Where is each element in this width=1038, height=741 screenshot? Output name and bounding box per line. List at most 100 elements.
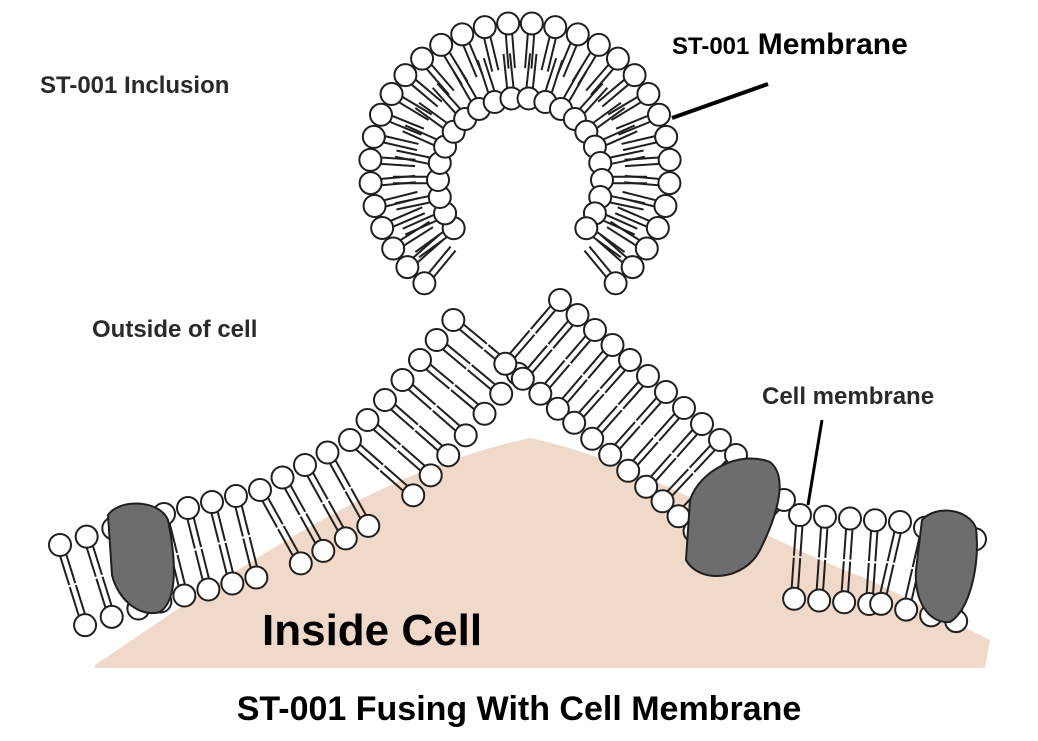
lipid-tail [384, 466, 407, 486]
lipid-tail [566, 336, 586, 359]
lipid-head [317, 442, 339, 464]
lipid-head [636, 238, 658, 260]
lipid-head [624, 64, 646, 86]
lipid-tail [553, 325, 573, 348]
lipid-tail [395, 157, 428, 164]
lipid-tail [605, 370, 625, 392]
lipid-tail [188, 519, 195, 548]
lipid-head [357, 515, 379, 537]
lipid-tail [394, 213, 425, 226]
lipid-head [173, 584, 195, 606]
lipid-tail [694, 450, 715, 472]
lipid-tail [569, 72, 586, 101]
lipid-tail [226, 543, 233, 572]
lipid-tail [654, 414, 674, 436]
lipid-tail [447, 345, 470, 364]
lipid-tail [243, 538, 250, 567]
lipid-tail [330, 464, 345, 490]
lipid-head [426, 329, 448, 351]
lipid-tail [403, 97, 432, 115]
lipid-tail [850, 530, 852, 560]
lipid-tail [396, 150, 429, 157]
lipid-head [413, 272, 435, 294]
lipid-tail [391, 207, 422, 220]
lipid-tail [433, 411, 456, 431]
lipid-tail [825, 528, 827, 558]
lipid-head [455, 424, 477, 446]
lipid-tail [636, 398, 656, 420]
lipid-head [357, 409, 379, 431]
lipid-tail [360, 445, 383, 465]
lipid-head [870, 593, 892, 615]
lipid-tail [612, 102, 641, 120]
lipid-tail [625, 164, 659, 166]
st-001-membrane-label: ST-001 Membrane [672, 28, 908, 62]
lipid-head [658, 172, 680, 194]
lipid-head [833, 591, 855, 613]
lipid-head [617, 460, 639, 482]
lipid-head [49, 534, 71, 556]
lipid-tail [285, 489, 300, 515]
lipid-head [339, 429, 361, 451]
lipid-tail [468, 370, 491, 389]
lipid-tail [395, 196, 428, 203]
lipid-tail [536, 310, 556, 333]
lipid-head [272, 467, 294, 489]
lipid-tail [638, 442, 658, 464]
lipid-tail [398, 451, 421, 471]
lipid-tail [195, 550, 202, 579]
lipid-head [245, 566, 267, 588]
lipid-head [411, 48, 433, 70]
lipid-tail [602, 410, 622, 432]
lipid-head [74, 614, 96, 636]
lipid-tail [381, 164, 415, 166]
lipid-head [567, 23, 589, 45]
lipid-tail [236, 507, 243, 536]
lipid-tail [391, 410, 414, 430]
lipid-tail [819, 527, 821, 557]
lipid-head [294, 454, 316, 476]
lipid-tail [618, 382, 638, 404]
lipid-tail [384, 143, 417, 151]
lipid-head [808, 590, 830, 612]
lipid-tail [844, 529, 846, 559]
lipid-tail [533, 54, 537, 88]
lipid-tail [218, 512, 225, 541]
lipid-tail [437, 406, 460, 426]
lipid-tail [356, 450, 379, 470]
lipid-head [374, 389, 396, 411]
lipid-tail [528, 346, 548, 369]
lipid-tail [672, 430, 692, 452]
lipid-tail [618, 207, 649, 220]
lipid-head [783, 588, 805, 610]
lipid-tail [506, 35, 509, 69]
lipid-head [521, 12, 543, 34]
lipid-tail [656, 458, 676, 480]
lipid-head [864, 509, 886, 531]
lipid-tail [374, 430, 397, 450]
lipid-tail [242, 506, 249, 535]
st-001-inclusion-label: ST-001 Inclusion [40, 72, 229, 100]
lipid-tail [641, 402, 661, 424]
lipid-tail [308, 476, 323, 502]
lipid-head [249, 479, 271, 501]
lipid-head [363, 126, 385, 148]
lipid-head [497, 12, 519, 34]
lipid-tail [464, 46, 477, 77]
lipid-head [567, 304, 589, 326]
lipid-head [382, 238, 404, 260]
lipid-head [584, 319, 606, 341]
lipid-tail [615, 422, 635, 444]
lipid-head [691, 413, 713, 435]
lipid-head [659, 149, 681, 171]
lipid-head [647, 217, 669, 239]
inside-cell-label: Inside Cell [262, 606, 482, 656]
lipid-head [889, 511, 911, 533]
st-membrane-word: Membrane [758, 28, 908, 61]
lipid-head [392, 369, 414, 391]
lipid-tail [464, 325, 487, 344]
lipid-tail [672, 474, 693, 496]
lipid-tail [430, 365, 453, 384]
lipid-tail [610, 150, 643, 157]
